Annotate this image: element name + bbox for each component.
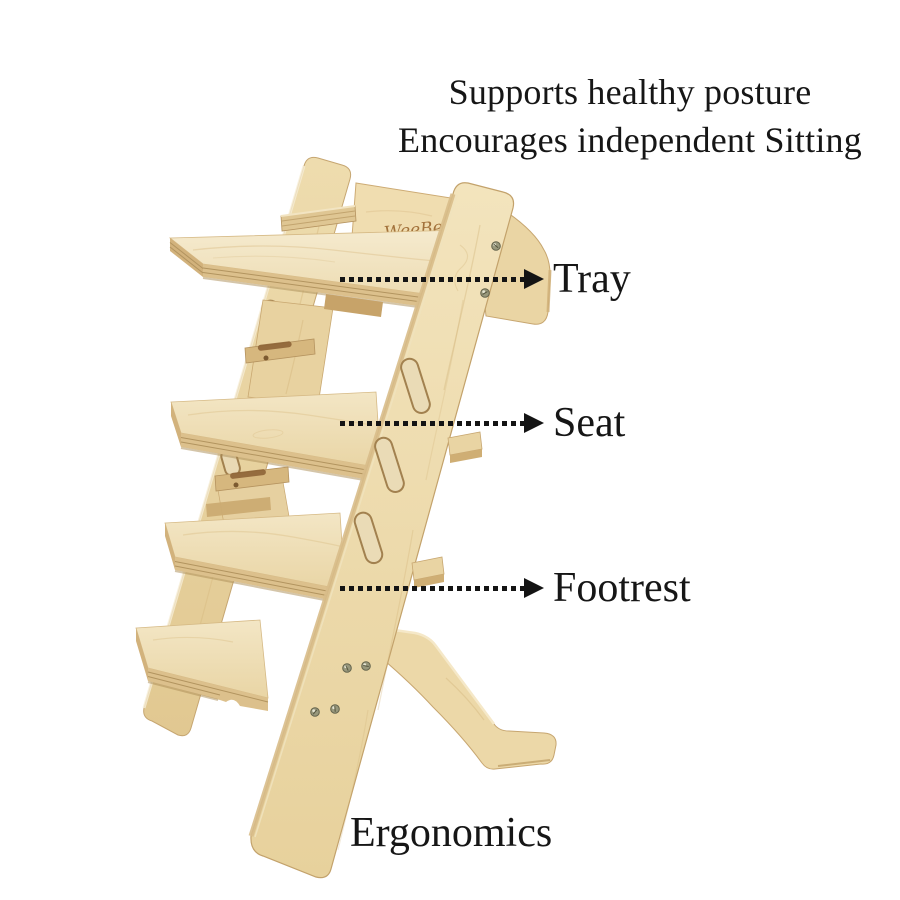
tray bbox=[168, 229, 471, 317]
adjuster-bar-lower bbox=[206, 466, 290, 517]
right-rail bbox=[248, 182, 515, 879]
headline-line1: Supports healthy posture bbox=[448, 72, 812, 112]
callout-tray: Tray bbox=[340, 253, 631, 305]
tray-back-bar bbox=[280, 205, 357, 232]
footrest bbox=[164, 512, 346, 605]
screw-icon bbox=[491, 241, 501, 251]
screw-icon bbox=[330, 704, 340, 714]
dotted-arrow-line bbox=[340, 585, 524, 591]
callout-label-tray: Tray bbox=[553, 256, 631, 302]
footrest-tab bbox=[411, 556, 445, 588]
right-rail-adjustment-slots bbox=[353, 357, 431, 565]
seat bbox=[170, 391, 382, 484]
arrowhead-icon bbox=[524, 413, 544, 433]
callout-seat: Seat bbox=[340, 397, 625, 449]
screw-icon bbox=[342, 663, 352, 673]
bottom-step bbox=[135, 619, 269, 711]
adjuster-bar-upper bbox=[244, 338, 316, 364]
dotted-arrow-line bbox=[340, 420, 524, 426]
tray-lock-tab bbox=[324, 294, 383, 317]
callout-label-footrest: Footrest bbox=[553, 565, 691, 611]
headline-line2: Encourages independent Sitting bbox=[398, 120, 862, 160]
callout-label-seat: Seat bbox=[553, 400, 626, 446]
rear-support-leg bbox=[377, 626, 557, 770]
dotted-arrow-line bbox=[340, 276, 524, 282]
headline: Supports healthy posture Encourages inde… bbox=[370, 68, 890, 164]
screw-icon bbox=[480, 288, 490, 298]
seat-tab bbox=[447, 431, 483, 463]
caption-ergonomics: Ergonomics bbox=[350, 810, 553, 856]
callout-footrest: Footrest bbox=[340, 562, 691, 614]
screw-icon bbox=[361, 661, 371, 671]
arrowhead-icon bbox=[524, 269, 544, 289]
arrowhead-icon bbox=[524, 578, 544, 598]
screw-icon bbox=[310, 707, 320, 717]
screws bbox=[310, 241, 501, 717]
